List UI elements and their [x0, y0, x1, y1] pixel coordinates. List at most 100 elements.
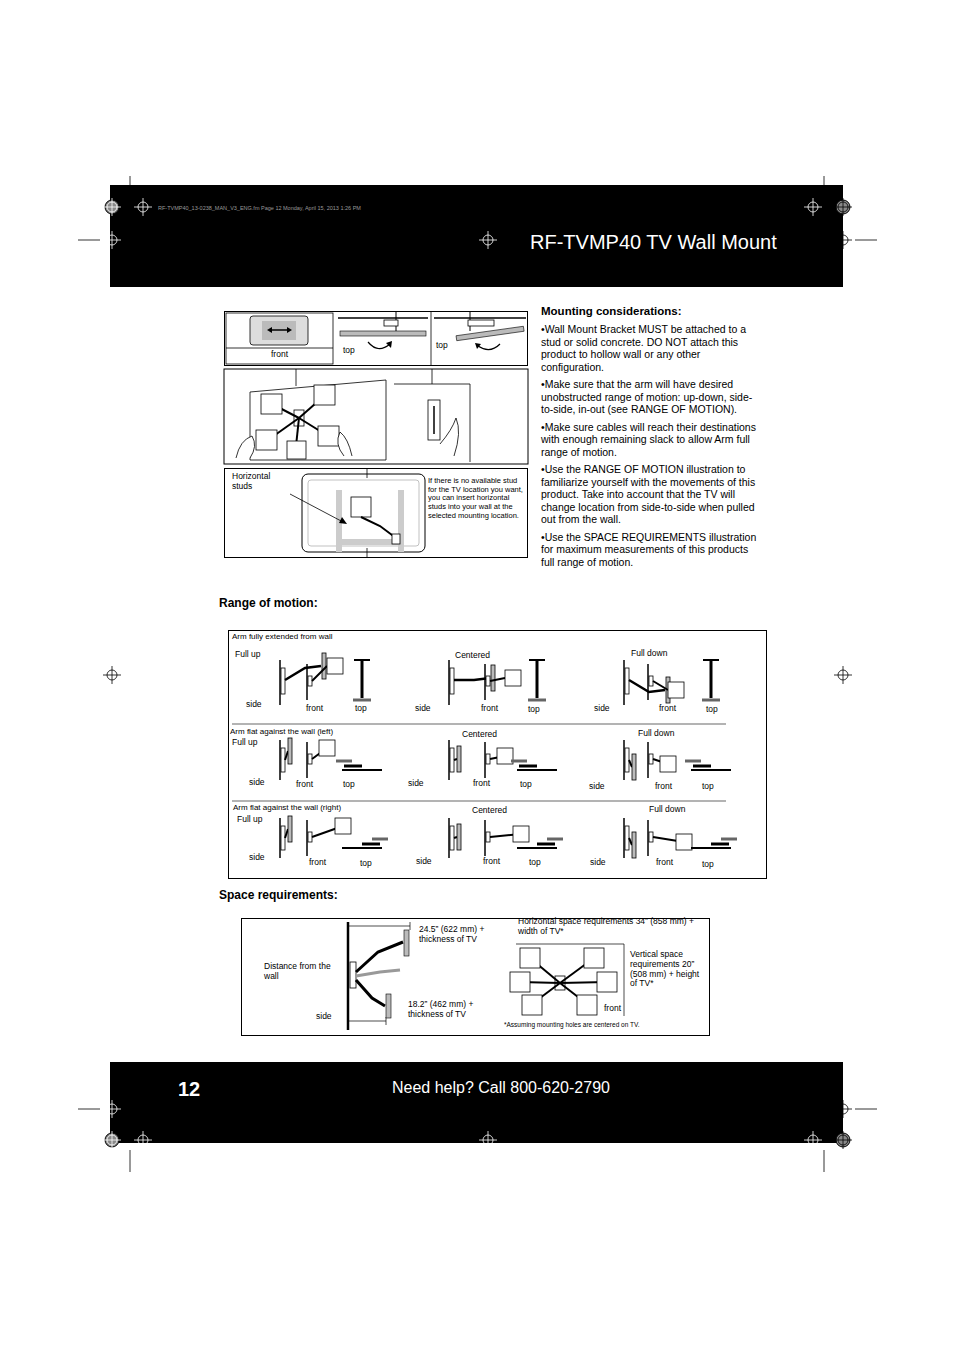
view-label: side	[589, 782, 605, 792]
drawing-part	[584, 948, 604, 968]
drawing-line	[78, 1109, 100, 1110]
view-label: front	[656, 858, 673, 868]
drawing-shape	[322, 653, 326, 679]
drawing-line	[143, 198, 144, 216]
drawing-line	[488, 231, 489, 249]
drawing-part	[287, 441, 306, 459]
view-label: front	[655, 782, 672, 792]
drawing-part	[261, 394, 282, 414]
drawing-line	[517, 769, 557, 771]
space-requirements-box: Space requirements:Distance from the wal…	[241, 918, 710, 1036]
drawing-line	[824, 1150, 825, 1172]
drawing-line	[623, 740, 625, 780]
drawing-shape	[281, 668, 285, 694]
drawing-part	[520, 948, 540, 968]
drawing-part	[456, 326, 524, 340]
text-column: Mounting considerations:•Wall Mount Brac…	[541, 304, 759, 573]
drawing-part	[440, 418, 459, 456]
drawing-part	[226, 348, 333, 349]
view-label: front	[659, 704, 676, 714]
page-title: RF-TVMP40 TV Wall Mount	[530, 231, 777, 254]
drawing-line	[647, 664, 649, 700]
drawing-line	[711, 843, 729, 846]
drawing-line	[454, 759, 457, 760]
drawing-shape	[486, 832, 490, 842]
drawing-line	[285, 751, 288, 760]
view-label: side	[249, 778, 265, 788]
view-label: top	[528, 705, 540, 715]
view-label: side	[415, 704, 431, 714]
drawing-line	[647, 820, 649, 856]
drawing-line	[342, 847, 382, 849]
drawing-line	[279, 818, 281, 858]
drawing-part	[431, 311, 432, 366]
drawing-group	[78, 176, 877, 1172]
drawing-shape	[513, 826, 529, 842]
view-label: side	[590, 858, 606, 868]
drawing-line	[361, 660, 364, 698]
illustration-panel: Horizontal studsIf there is no available…	[224, 468, 528, 558]
drawing-shape	[288, 816, 292, 842]
drawing-line	[285, 829, 288, 838]
drawing-shape	[676, 834, 692, 850]
view-label: top	[343, 346, 355, 356]
dimension-label: 18.2” (462 mm) + thickness of TV	[408, 1000, 494, 1020]
drawing-line	[130, 1150, 131, 1172]
drawing-line	[843, 1100, 844, 1118]
drawing-part	[356, 980, 385, 1006]
view-label: side	[594, 704, 610, 714]
drawing-part	[475, 343, 481, 349]
drawing-part	[110, 1062, 843, 1143]
drawing-line	[362, 843, 380, 846]
view-label: Full up	[235, 650, 261, 660]
drawing-line	[448, 818, 450, 858]
drawing-line	[448, 660, 450, 705]
drawing-line	[484, 742, 486, 778]
drawing-line	[336, 760, 352, 763]
drawing-part	[224, 369, 528, 464]
drawing-line	[843, 666, 844, 684]
drawing-shape	[288, 738, 292, 764]
view-label: Centered	[462, 730, 497, 740]
drawing-part	[384, 320, 398, 326]
drawing-line	[353, 699, 371, 702]
drawing-shape	[450, 668, 454, 694]
drawing-part	[510, 972, 530, 992]
drawing-part	[597, 972, 617, 992]
drawing-shape	[457, 746, 461, 772]
drawing-line	[519, 765, 537, 768]
drawing-part	[404, 930, 409, 956]
drawing-line	[112, 1100, 113, 1118]
drawing-part	[232, 724, 726, 725]
drawing-line	[813, 198, 814, 216]
drawing-shape	[486, 754, 490, 764]
view-label: top	[702, 782, 714, 792]
view-label: side	[416, 857, 432, 867]
drawing-line	[490, 678, 505, 681]
drawing-part	[386, 994, 391, 1018]
drawing-shape	[486, 676, 490, 686]
file-info: RF-TVMP40_13-0238_MAN_V3_ENG.fm Page 12 …	[158, 205, 361, 211]
drawing-line	[629, 838, 632, 845]
drawing-part	[347, 922, 350, 1030]
drawing-part	[338, 317, 428, 319]
view-label: Full up	[232, 738, 258, 748]
dimension-label: 24.5” (622 mm) + thickness of TV	[419, 925, 505, 945]
drawing-shape	[308, 832, 312, 842]
drawing-part	[351, 497, 371, 517]
drawing-line	[112, 231, 113, 249]
drawing-part	[348, 926, 410, 927]
drawing-part	[432, 369, 433, 384]
bullet-text: •Make sure that the arm will have desire…	[541, 378, 759, 416]
view-label: top	[436, 341, 448, 351]
view-label: top	[529, 858, 541, 868]
view-label: top	[343, 780, 355, 790]
drawing-part	[296, 369, 297, 386]
view-label: top	[520, 780, 532, 790]
help-line: Need help? Call 800-620-2790	[392, 1079, 610, 1097]
drawing-line	[78, 240, 100, 241]
drawing-line	[691, 769, 731, 771]
drawing-part	[110, 185, 843, 287]
row-heading: Arm fully extended from wall	[232, 632, 332, 641]
